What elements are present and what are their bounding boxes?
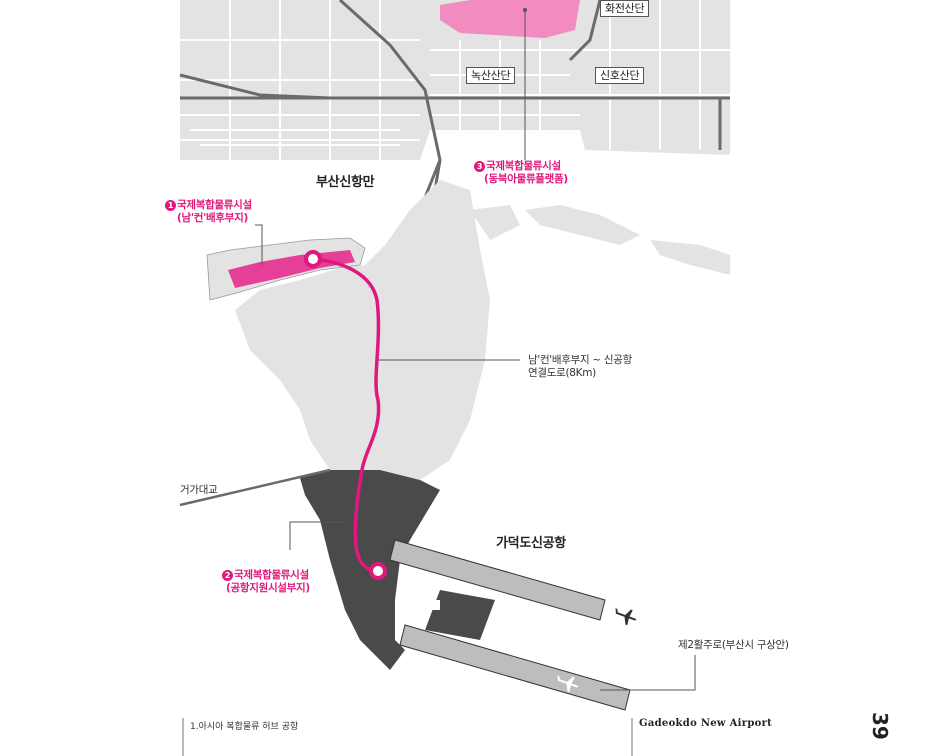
footer-section-title: 1.아시아 복합물류 허브 공항 — [190, 722, 299, 732]
label-noksan-industrial-complex: 녹산산단 — [466, 67, 516, 84]
facility-2-number-badge: 2 — [222, 570, 233, 581]
airplane-icon — [557, 675, 579, 693]
connector-road-line-1: 남'컨'배후부지 ~ 신공항 — [528, 354, 632, 366]
facility-2-detail: (공항지원시설부지) — [226, 582, 310, 594]
geoga-bridge — [179, 468, 331, 507]
facility-1-detail: (남'컨'배후부지) — [177, 212, 248, 224]
facility-3-name: 국제복합물류시설 — [486, 160, 561, 172]
label-busan-newport-bay: 부산신항만 — [316, 175, 375, 190]
connector-road-line-2: 연결도로(8Km) — [528, 367, 596, 379]
label-hwajeon-industrial-complex: 화전산단 — [600, 0, 650, 17]
label-ring-road: 제2활주로(부산시 구상안) — [678, 639, 789, 651]
facility-2-name: 국제복합물류시설 — [234, 569, 309, 581]
facility-1-name: 국제복합물류시설 — [177, 199, 252, 211]
facility-2-marker — [369, 562, 387, 580]
runway-1 — [389, 539, 606, 621]
footer-rules — [182, 718, 633, 756]
leader-lines — [255, 10, 696, 691]
label-connector-road: 남'컨'배후부지 ~ 신공항 연결도로(8Km) — [528, 354, 632, 380]
label-sinho-industrial-complex: 신호산단 — [595, 67, 645, 84]
islet-east-2 — [650, 240, 730, 275]
runway-2 — [399, 624, 631, 711]
islet-east-3 — [470, 205, 520, 240]
facility-3-dot — [523, 8, 527, 12]
label-geoga-bridge: 거가대교 — [180, 484, 218, 496]
footer-article-title: Gadeokdo New Airport — [639, 718, 773, 729]
connector-road-route — [312, 257, 381, 573]
facility-1-number-badge: 1 — [165, 200, 176, 211]
taxiway-connector — [425, 590, 495, 640]
facility-3-detail: (동북아물류플랫폼) — [484, 173, 568, 185]
label-gadeokdo-new-airport: 가덕도신공항 — [496, 536, 566, 551]
page-number: 39 — [868, 712, 892, 740]
airplane-icon — [615, 608, 637, 626]
facility-3-number-badge: 3 — [474, 161, 485, 172]
hwajeon-logistics-zone — [440, 0, 580, 38]
islet-east-1 — [525, 205, 640, 245]
facility-1-marker — [304, 250, 322, 268]
terminal-building — [410, 580, 440, 620]
gadeokdo-island — [235, 180, 490, 480]
